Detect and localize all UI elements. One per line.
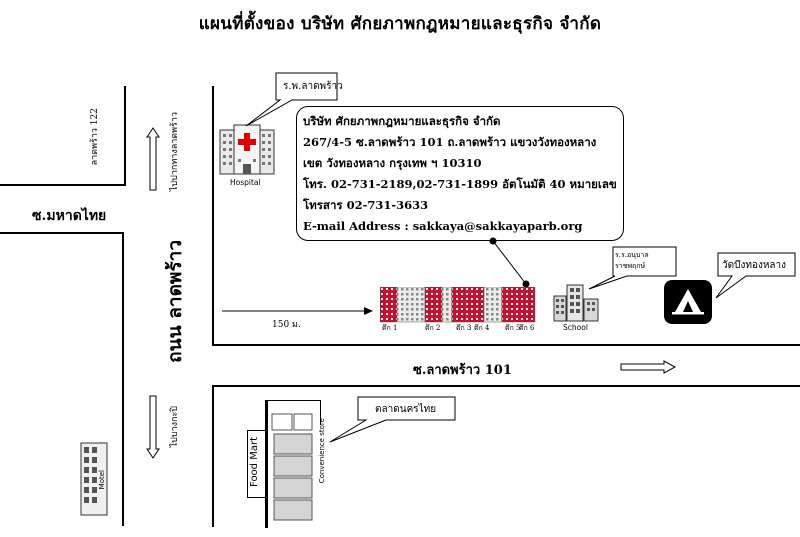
label-ladprao-122: ลาดพร้าว 122 — [90, 108, 100, 166]
market-stalls — [271, 413, 313, 521]
food-mart-box: Food Mart — [247, 430, 266, 498]
building-label-3: ตึก 3 — [456, 324, 472, 332]
company-name: บริษัท ศักยภาพกฎหมายและธุรกิจ จำกัด — [303, 114, 501, 128]
label-thanon-ladprao: ถนน ลาดพร้าว — [164, 240, 186, 363]
motel-label: Motel — [98, 470, 106, 490]
temple-callout-text: วัดบึงทองหลาง — [722, 260, 787, 271]
building-label-4: ตึก 4 — [474, 324, 490, 332]
arrow-down-icon — [146, 395, 160, 459]
market-callout-bubble — [329, 396, 456, 443]
convenience-store-label: Convenience store — [318, 418, 326, 484]
school-label: School — [563, 323, 588, 332]
school-icon — [553, 284, 599, 322]
road-soi101-bottom — [212, 385, 800, 387]
arrow-right-icon — [620, 360, 676, 374]
temple-icon — [664, 280, 712, 324]
school-callout-text: ร.ร.อนุบาลราชพฤกษ์ — [615, 251, 649, 270]
road-top-edge-left — [0, 184, 126, 186]
company-address-1: 267/4-5 ซ.ลาดพร้าว 101 ถ.ลาดพร้าว แขวงวั… — [303, 135, 597, 149]
company-pointer-line — [489, 237, 530, 288]
company-fax: โทรสาร 02-731-3633 — [303, 198, 429, 212]
road-ladprao122-left — [124, 86, 126, 186]
distance-arrow-icon — [222, 307, 373, 315]
market-frame-top — [265, 400, 320, 401]
market-callout-text: ตลาดนครไทย — [375, 404, 437, 415]
hospital-callout-bubble — [245, 72, 338, 127]
hospital-label: Hospital — [230, 178, 261, 187]
building-label-5: ตึก 5 — [505, 324, 521, 332]
road-ladprao-right-lower — [212, 385, 214, 527]
building-label-6: ตึก 6 — [519, 324, 535, 332]
food-mart-label: Food Mart — [249, 437, 260, 487]
temple-callout-bubble — [715, 252, 796, 299]
label-soi-mahadthai: ซ.มหาดไทย — [32, 208, 107, 224]
hospital-icon — [219, 124, 275, 175]
building-label-1: ตึก 1 — [382, 324, 398, 332]
building-label-2: ตึก 2 — [425, 324, 441, 332]
road-mahadthai-bottom — [0, 232, 124, 234]
hospital-callout-text: ร.พ.ลาดพร้าว — [283, 81, 343, 92]
road-ladprao-right-upper — [212, 86, 214, 346]
arrow-up-icon — [146, 127, 160, 191]
buildings-row — [380, 287, 536, 323]
company-phone: โทร. 02-731-2189,02-731-1899 อัตโนมัติ 4… — [303, 177, 617, 191]
label-soi-ladprao-101: ซ.ลาดพร้าว 101 — [413, 363, 512, 378]
motel-icon — [80, 442, 108, 516]
company-info-callout: บริษัท ศักยภาพกฎหมายและธุรกิจ จำกัด 267/… — [296, 106, 624, 241]
map-title: แผนที่ตั้งของ บริษัท ศักยภาพกฎหมายและธุร… — [198, 14, 602, 34]
road-ladprao-left-lower — [122, 232, 124, 526]
school-callout-bubble — [588, 246, 677, 290]
road-soi101-top — [212, 344, 800, 346]
company-address-2: เขต วังทองหลาง กรุงเทพ ฯ 10310 — [303, 156, 482, 170]
company-email: E-mail Address : sakkaya@sakkayaparb.org — [303, 219, 583, 233]
label-to-ladprao-entrance: ไปปากทางลาดพร้าว — [170, 112, 180, 192]
market-frame-line — [265, 400, 268, 528]
label-distance: 150 ม. — [272, 320, 301, 330]
label-to-bangkapi: ไปบางกะปิ — [170, 406, 180, 448]
market-frame-right — [320, 400, 321, 425]
